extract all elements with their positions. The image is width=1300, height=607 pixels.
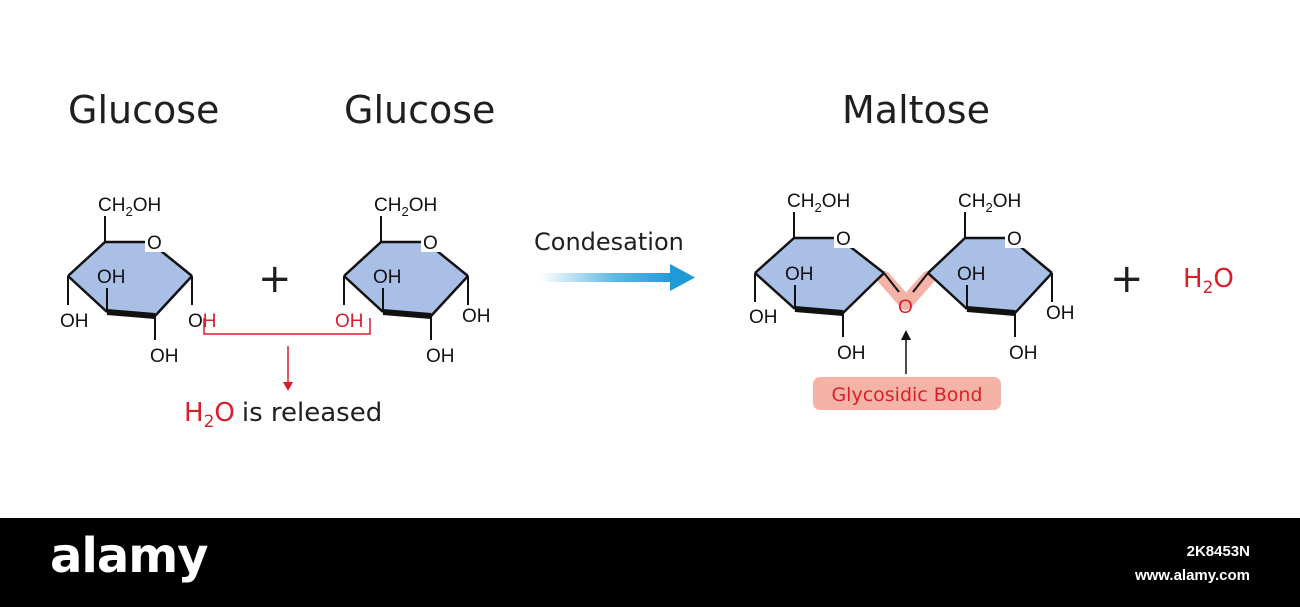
glucose-molecule-2: O CH2OH OH OH OH OH [335, 195, 491, 367]
ring-oxygen-label: O [1007, 229, 1022, 250]
site-url-label: www.alamy.com [1134, 567, 1250, 584]
ch2oh-label: CH2OH [374, 195, 437, 219]
oh-label: OH [957, 264, 986, 285]
glycosidic-bond-label: Glycosidic Bond [831, 384, 982, 406]
alamy-logo: alamy [50, 528, 209, 584]
reaction-arrow-icon [540, 264, 695, 291]
ch2oh-label: CH2OH [958, 191, 1021, 215]
maltose-left-ring [755, 238, 884, 313]
maltose-molecule: O CH2OH OH OH OH O O CH2OH OH OH [749, 191, 1075, 410]
water-product-label: H2O [1183, 264, 1234, 298]
oh-label: OH [60, 311, 89, 332]
title-glucose-1: Glucose [68, 88, 220, 132]
title-glucose-2: Glucose [344, 88, 496, 132]
condensation-label: Condesation [534, 228, 684, 256]
water-release-bracket [203, 318, 371, 391]
ch2oh-label: CH2OH [98, 195, 161, 219]
glucose-1-ring [68, 242, 192, 316]
maltose-right-ring [928, 238, 1052, 313]
oh-label: OH [97, 267, 126, 288]
glucose-molecule-1: O CH2OH OH OH OH OH [60, 195, 217, 367]
oh-label: OH [1046, 303, 1075, 324]
diagram-canvas: Glucose Glucose Maltose O C [60, 88, 1234, 432]
ring-oxygen-label: O [836, 229, 851, 250]
glucose-2-ring [344, 242, 468, 316]
down-arrow-icon [283, 382, 293, 391]
oh-label: OH [749, 307, 778, 328]
bridge-oxygen-label: O [898, 297, 913, 318]
stock-info: 2K8453N www.alamy.com [1135, 540, 1250, 588]
oh-label: OH [150, 346, 179, 367]
title-maltose: Maltose [842, 88, 990, 132]
oh-label: OH [426, 346, 455, 367]
ch2oh-label: CH2OH [787, 191, 850, 215]
glycosidic-bond-highlight [877, 271, 935, 310]
oh-label: OH [373, 267, 402, 288]
image-id-label: 2K8453N [1186, 543, 1250, 560]
ring-oxygen-label: O [147, 233, 162, 254]
removed-hydroxyl-label: OH [335, 311, 364, 332]
oh-label: OH [837, 343, 866, 364]
oh-label: OH [462, 306, 491, 327]
oh-label: OH [188, 311, 217, 332]
ring-oxygen-label: O [423, 233, 438, 254]
oh-label: OH [1009, 343, 1038, 364]
up-arrow-icon [901, 330, 911, 340]
plus-sign-reactants: + [258, 256, 292, 302]
reaction-diagram: O CH2OH OH OH OH OH + O CH2OH OH O [60, 191, 1234, 432]
removed-hydrogen-label: H [203, 311, 217, 332]
oh-label: OH [785, 264, 814, 285]
plus-sign-products: + [1110, 256, 1144, 302]
glycosidic-bond-badge [813, 377, 1001, 410]
watermark-footer: alamy 2K8453N www.alamy.com [0, 518, 1300, 607]
